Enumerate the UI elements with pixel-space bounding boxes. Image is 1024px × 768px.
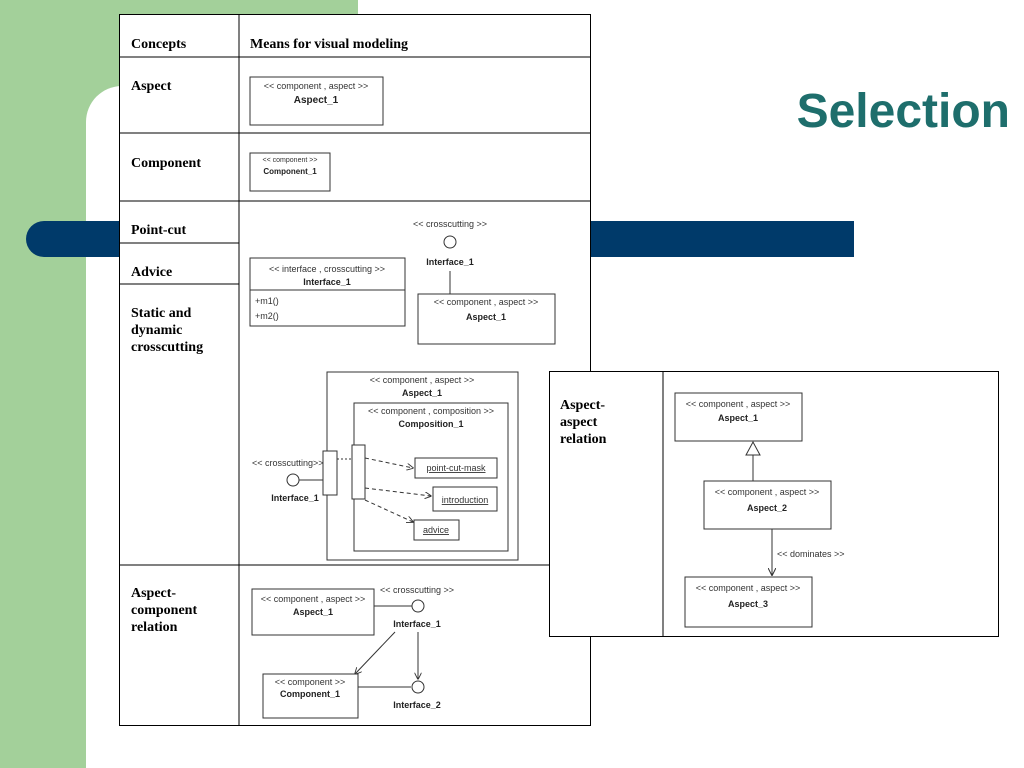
component-name: Component_1	[263, 167, 317, 176]
concept-point-cut: Point-cut	[131, 223, 187, 238]
interface-class-box	[249, 257, 406, 327]
accent-band-left	[26, 221, 120, 257]
concepts-table-svg: Concepts Means for visual modeling Aspec…	[119, 14, 591, 726]
relation-concept-line2: aspect	[560, 415, 598, 430]
composite-interface-name: Interface_1	[271, 493, 319, 503]
concept-aspect: Aspect	[131, 79, 172, 94]
relation-concept-line3: relation	[560, 432, 607, 447]
header-means: Means for visual modeling	[250, 37, 408, 52]
relation-interface1-name: Interface_1	[393, 619, 441, 629]
relation-concept-line1: Aspect-	[560, 398, 605, 413]
component-stereotype: << component >>	[263, 157, 318, 164]
outer-port	[322, 450, 338, 496]
aspect-aspect-relation-table: Aspect- aspect relation << component , a…	[549, 371, 999, 637]
header-concepts: Concepts	[131, 37, 187, 52]
relation-aspect-stereotype: << component , aspect >>	[261, 594, 366, 604]
aspect2-stereotype: << component , aspect >>	[715, 487, 820, 497]
relation-interface1-stereotype: << crosscutting >>	[380, 585, 454, 595]
aspect3-box	[684, 576, 813, 628]
composition-stereotype: << component , composition >>	[368, 406, 494, 416]
concept-aspect-component-line3: relation	[131, 620, 178, 635]
operation-m2: +m2()	[255, 311, 279, 321]
aspect2-name: Aspect_2	[747, 503, 787, 513]
composition-name: Composition_1	[398, 419, 463, 429]
crosscut-interface-stereotype: << crosscutting >>	[413, 219, 487, 229]
part-introduction-label: introduction	[442, 495, 489, 505]
crosscut-aspect-name: Aspect_1	[466, 312, 506, 322]
aspect3-name: Aspect_3	[728, 599, 768, 609]
interface1-component-arrow	[355, 631, 396, 674]
dominates-label: << dominates >>	[777, 549, 845, 559]
concept-advice: Advice	[131, 265, 172, 280]
part-advice	[413, 519, 460, 541]
aspect1-stereotype: << component , aspect >>	[686, 399, 791, 409]
concept-static-dynamic-line1: Static and	[131, 306, 192, 321]
operation-m1: +m1()	[255, 296, 279, 306]
crosscut-aspect-box	[417, 293, 556, 345]
aspect-class-box	[249, 76, 384, 126]
inner-port	[351, 444, 366, 500]
generalization-arrowhead	[745, 440, 761, 456]
composite-outer-name: Aspect_1	[402, 388, 442, 398]
accent-band-right	[590, 221, 854, 257]
concept-static-dynamic-line2: dynamic	[131, 323, 182, 338]
concept-component: Component	[131, 156, 201, 171]
slide-title: Selection	[796, 85, 1010, 138]
composite-interface-lollipop	[286, 473, 300, 487]
aspect2-box	[703, 480, 832, 530]
component-class-box	[249, 152, 331, 192]
concept-static-dynamic-line3: crosscutting	[131, 340, 203, 355]
dependency-arrow-point-cut	[364, 457, 413, 468]
crosscut-aspect-stereotype: << component , aspect >>	[434, 297, 539, 307]
relation-aspect-name: Aspect_1	[293, 607, 333, 617]
relation-component-box	[262, 673, 359, 719]
part-point-cut-mask-label: point-cut-mask	[426, 463, 486, 473]
interface-class-name: Interface_1	[303, 277, 351, 287]
aspect1-box	[674, 392, 803, 442]
aspect-name: Aspect_1	[294, 95, 339, 106]
concepts-table: Concepts Means for visual modeling Aspec…	[119, 14, 591, 726]
aspect3-stereotype: << component , aspect >>	[696, 583, 801, 593]
composite-interface-stereotype: << crosscutting>>	[252, 458, 324, 468]
interface2-lollipop	[411, 680, 425, 694]
interface-lollipop	[443, 235, 457, 249]
concept-aspect-component-line1: Aspect-	[131, 586, 176, 601]
part-introduction	[432, 486, 498, 512]
composite-outer-stereotype: << component , aspect >>	[370, 375, 475, 385]
part-advice-label: advice	[423, 525, 449, 535]
concept-aspect-component-line2: component	[131, 603, 197, 618]
dependency-arrow-advice	[364, 499, 413, 522]
relation-interface2-name: Interface_2	[393, 700, 441, 710]
interface-class-stereotype: << interface , crosscutting >>	[269, 264, 385, 274]
aspect-stereotype: << component , aspect >>	[264, 81, 369, 91]
relation-component-name: Component_1	[280, 689, 340, 699]
relation-component-stereotype: << component >>	[275, 677, 346, 687]
aspect1-name: Aspect_1	[718, 413, 758, 423]
crosscut-interface-name: Interface_1	[426, 257, 474, 267]
interface1-lollipop	[411, 599, 425, 613]
relation-aspect-box	[251, 588, 375, 636]
relation-table-svg: Aspect- aspect relation << component , a…	[549, 371, 999, 637]
part-point-cut-mask	[414, 457, 498, 479]
